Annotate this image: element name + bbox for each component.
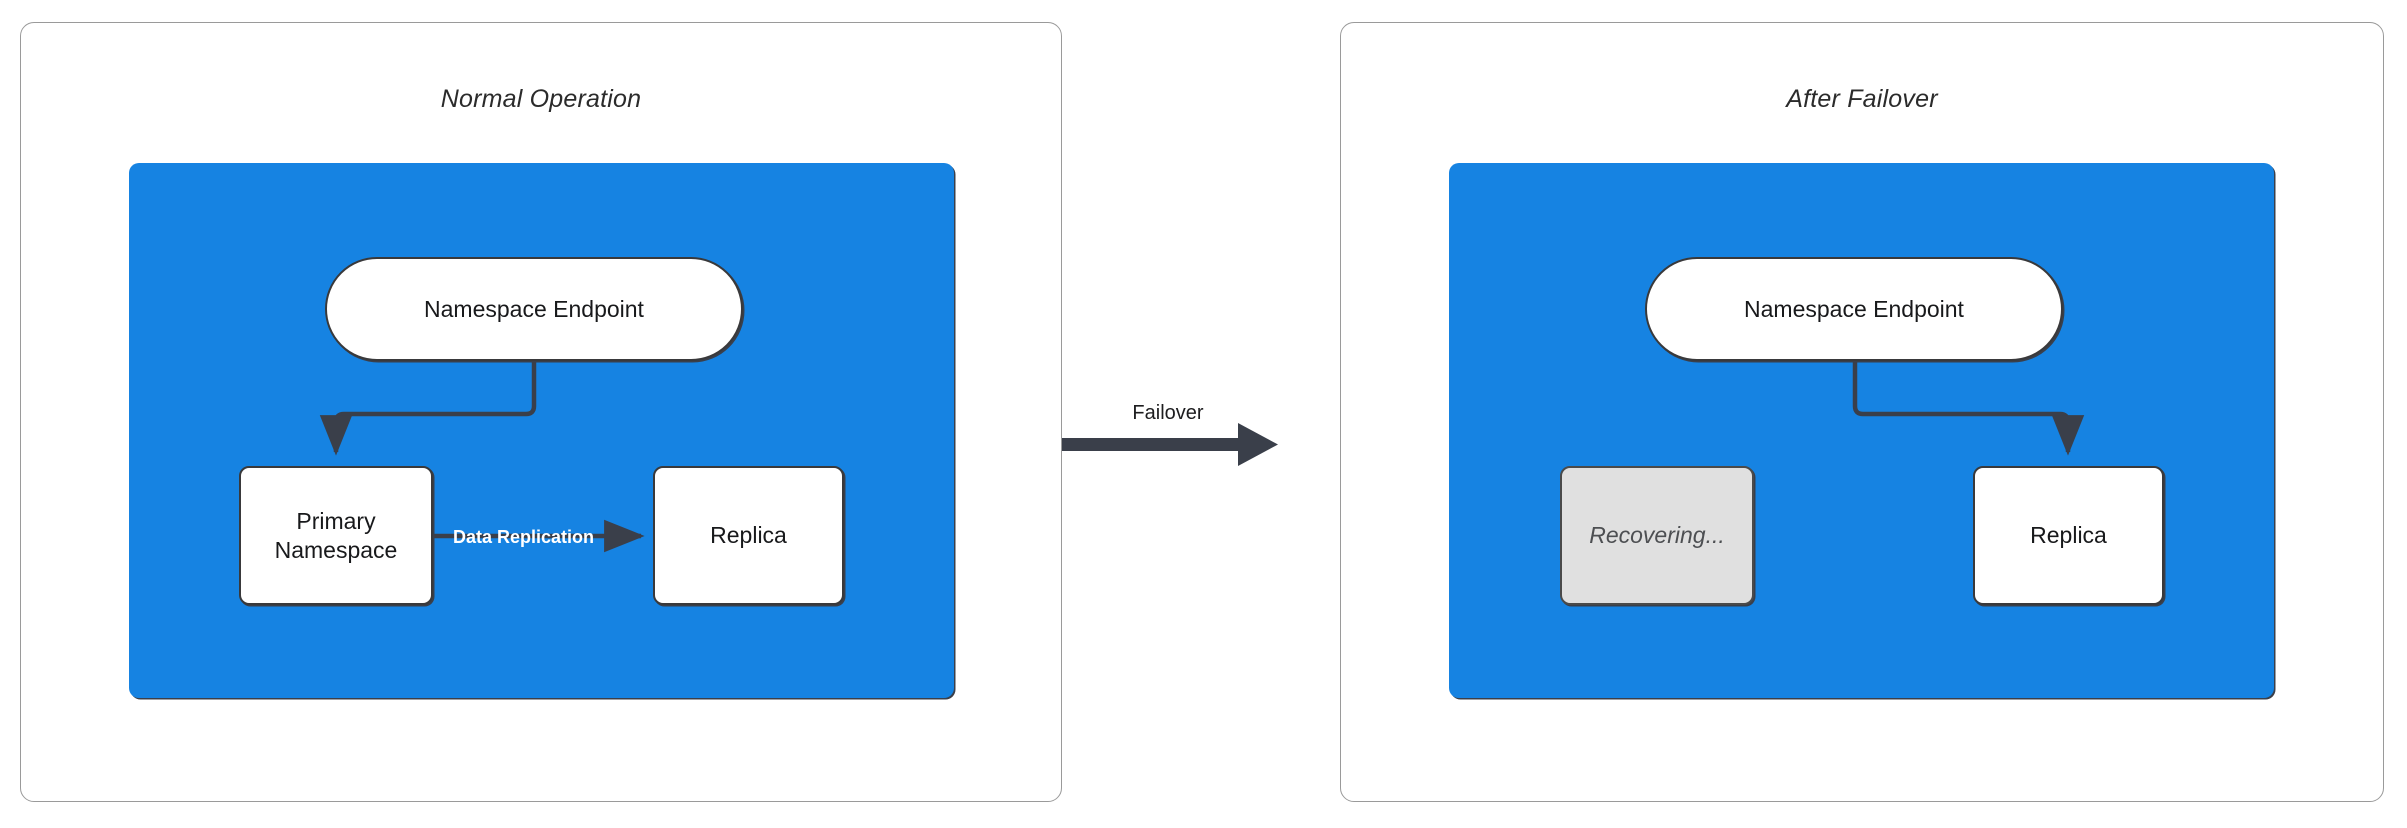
node-label: Primary Namespace (275, 507, 398, 565)
node-namespace-endpoint-normal[interactable]: Namespace Endpoint (325, 257, 743, 361)
node-label: Recovering... (1589, 522, 1725, 549)
node-recovering[interactable]: Recovering... (1560, 466, 1754, 605)
blue-region-normal-operation (129, 163, 954, 698)
node-namespace-endpoint-failover[interactable]: Namespace Endpoint (1645, 257, 2063, 361)
node-label: Namespace Endpoint (424, 295, 644, 322)
blue-region-after-failover (1449, 163, 2274, 698)
node-replica-normal[interactable]: Replica (653, 466, 844, 605)
node-label: Replica (710, 522, 787, 549)
node-replica-failover[interactable]: Replica (1973, 466, 2164, 605)
panel-title-after-failover: After Failover (1786, 85, 1938, 113)
failover-arrow (1062, 423, 1278, 466)
node-primary-namespace[interactable]: Primary Namespace (239, 466, 433, 605)
node-label: Namespace Endpoint (1744, 295, 1964, 322)
failover-transition-label: Failover (1132, 402, 1204, 424)
node-label: Replica (2030, 522, 2107, 549)
edge-label-data-replication: Data Replication (453, 527, 595, 547)
node-label-line2: Namespace (274, 536, 398, 563)
node-label-line1: Primary (296, 507, 376, 534)
panel-title-normal-operation: Normal Operation (440, 85, 642, 113)
